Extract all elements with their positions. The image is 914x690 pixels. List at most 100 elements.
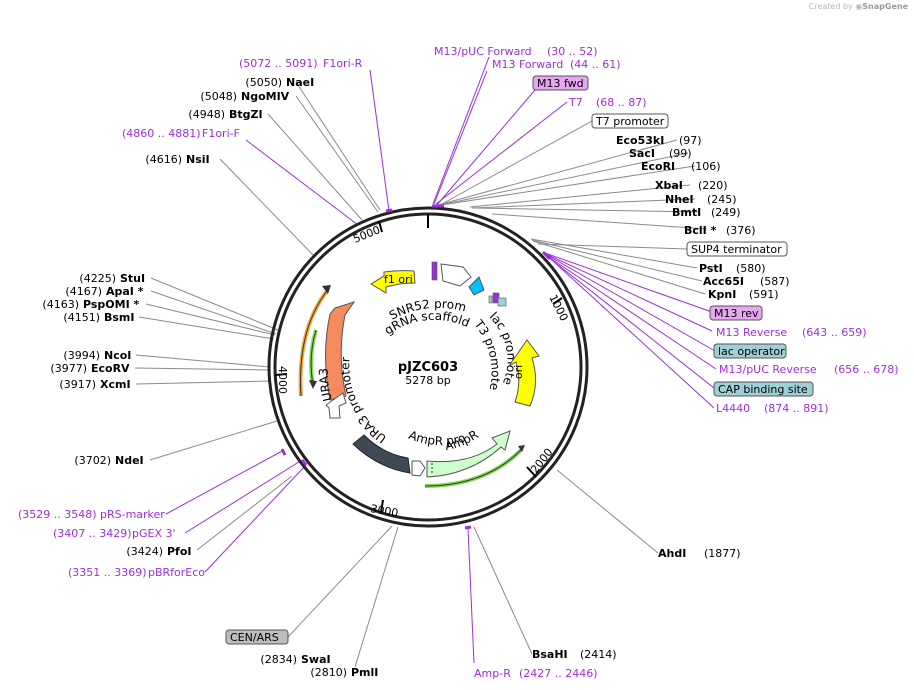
enzyme-nhei[interactable]: NheI (245): [665, 193, 737, 206]
svg-text:BmtI: BmtI: [672, 206, 701, 219]
primer-amp-r[interactable]: Amp-R(2427 .. 2446): [474, 667, 598, 680]
svg-text:(245): (245): [707, 193, 737, 206]
enzyme-stui[interactable]: (4225) StuI: [79, 272, 145, 285]
ruler-label-3000: 3000: [369, 502, 399, 520]
enzyme-ecori[interactable]: EcoRI(106): [641, 160, 721, 173]
svg-text:F1ori-F: F1ori-F: [202, 127, 240, 140]
svg-text:SacI: SacI: [629, 147, 655, 160]
svg-text:(643 .. 659): (643 .. 659): [802, 326, 867, 339]
enzyme-apai[interactable]: (4167)ApaI *: [65, 285, 143, 298]
boxed-labels: M13 fwd T7 promoter SUP4 terminator M13 …: [225, 75, 814, 645]
snapgene-watermark: Created by ◉SnapGene: [809, 2, 908, 11]
svg-text:(3407 .. 3429): (3407 .. 3429): [53, 527, 132, 540]
enzyme-pfoi[interactable]: (3424)PfoI: [126, 545, 191, 558]
enzyme-eco53ki[interactable]: Eco53kI (97): [616, 134, 702, 147]
f1-ori-feature[interactable]: f1 ori: [370, 270, 416, 294]
enzyme-btgzi[interactable]: (4948)BtgZI: [188, 108, 262, 121]
svg-text:NheI: NheI: [665, 193, 694, 206]
primer-m13-puc-reverse[interactable]: M13/pUC Reverse(656 .. 678): [719, 363, 899, 376]
svg-text:(4616): (4616): [145, 153, 182, 166]
svg-text:M13/pUC Forward: M13/pUC Forward: [434, 45, 532, 58]
svg-text:(99): (99): [669, 147, 692, 160]
svg-text:ApaI *: ApaI *: [106, 285, 144, 298]
svg-text:M13 Reverse: M13 Reverse: [716, 326, 787, 339]
svg-text:(220): (220): [698, 179, 728, 192]
ampr-promoter-feature[interactable]: [411, 460, 426, 477]
svg-text:M13 Forward: M13 Forward: [492, 58, 563, 71]
primer-t7[interactable]: T7(68 .. 87): [568, 96, 647, 109]
primer-f1ori-r[interactable]: (5072 .. 5091)F1ori-R: [239, 57, 363, 70]
svg-text:CEN/ARS: CEN/ARS: [230, 631, 279, 644]
svg-text:(5072 .. 5091): (5072 .. 5091): [239, 57, 318, 70]
svg-text:NaeI: NaeI: [286, 76, 314, 89]
small-feature-markers: [431, 261, 507, 307]
svg-text:(106): (106): [691, 160, 721, 173]
primer-pbrforeco[interactable]: (3351 .. 3369)pBRforEco: [68, 566, 205, 579]
enzyme-ncoi[interactable]: (3994)NcoI: [63, 349, 131, 362]
box-m13-fwd[interactable]: M13 fwd: [532, 75, 589, 91]
svg-text:PstI: PstI: [699, 262, 723, 275]
svg-text:Eco53kI: Eco53kI: [616, 134, 664, 147]
svg-text:T7: T7: [568, 96, 583, 109]
box-cap-binding-site[interactable]: CAP binding site: [713, 381, 814, 397]
enzyme-ndei[interactable]: (3702)NdeI: [74, 454, 143, 467]
svg-text:(4151): (4151): [63, 311, 100, 324]
ori-feature[interactable]: ori: [508, 339, 540, 407]
ura3-feature[interactable]: URA3: [316, 301, 356, 403]
ampr-feature[interactable]: [424, 430, 525, 488]
primer-prs-marker[interactable]: (3529 .. 3548)pRS-marker: [18, 508, 165, 521]
svg-text:M13 fwd: M13 fwd: [537, 77, 584, 90]
primer-f1ori-f[interactable]: (4860 .. 4881)F1ori-F: [122, 127, 240, 140]
ruler-label-1000: 1000: [546, 292, 570, 323]
svg-text:(44 .. 61): (44 .. 61): [570, 58, 621, 71]
primer-l4440[interactable]: L4440(874 .. 891): [716, 402, 829, 415]
enzyme-bmti[interactable]: BmtI(249): [672, 206, 741, 219]
enzyme-kpni[interactable]: KpnI(591): [708, 288, 779, 301]
box-t7-promoter[interactable]: T7 promoter: [591, 113, 669, 129]
enzyme-labels-left: (5050) NaeI (5048)NgoMIV (4948)BtgZI (461…: [42, 76, 378, 679]
svg-text:(3424): (3424): [126, 545, 163, 558]
box-sup4-terminator[interactable]: SUP4 terminator: [686, 241, 788, 257]
svg-text:(3702): (3702): [74, 454, 111, 467]
svg-text:pBRforEco: pBRforEco: [148, 566, 205, 579]
ura3-promoter-feature[interactable]: [325, 392, 347, 419]
primer-labels: (5072 .. 5091)F1ori-R (4860 .. 4881)F1or…: [18, 45, 899, 680]
enzyme-ecorv[interactable]: (3977) EcoRV: [50, 362, 130, 375]
svg-text:M13/pUC Reverse: M13/pUC Reverse: [719, 363, 817, 376]
primer-m13-puc-forward[interactable]: M13/pUC Forward(30 .. 52): [434, 45, 598, 58]
svg-text:(97): (97): [679, 134, 702, 147]
enzyme-pspomi[interactable]: (4163)PspOMI *: [42, 298, 139, 311]
box-lac-operator[interactable]: lac operator: [713, 343, 787, 359]
enzyme-ngomiv[interactable]: (5048)NgoMIV: [200, 90, 289, 103]
svg-text:Acc65I: Acc65I: [703, 275, 744, 288]
enzyme-ahdi[interactable]: AhdI(1877): [658, 547, 741, 560]
svg-text:XcmI: XcmI: [100, 378, 131, 391]
enzyme-saci[interactable]: SacI (99): [629, 147, 692, 160]
svg-text:(3977): (3977): [50, 362, 87, 375]
enzyme-bcli[interactable]: BclI *(376): [684, 224, 756, 237]
svg-text:EcoRV: EcoRV: [91, 362, 130, 375]
enzyme-bsahi[interactable]: BsaHI(2414): [532, 648, 617, 661]
enzyme-xbai[interactable]: XbaI(220): [655, 179, 728, 192]
svg-text:SwaI: SwaI: [301, 653, 331, 666]
enzyme-acc65i[interactable]: Acc65I(587): [703, 275, 790, 288]
enzyme-nsii[interactable]: (4616)NsiI: [145, 153, 209, 166]
enzyme-xcmi[interactable]: (3917)XcmI: [59, 378, 130, 391]
primer-m13-reverse[interactable]: M13 Reverse (643 .. 659): [716, 326, 867, 339]
svg-text:(3351 .. 3369): (3351 .. 3369): [68, 566, 147, 579]
enzyme-naei[interactable]: (5050) NaeI: [245, 76, 314, 89]
primer-m13-forward[interactable]: M13 Forward (44 .. 61): [492, 58, 621, 71]
svg-text:(5050): (5050): [245, 76, 282, 89]
enzyme-pmli[interactable]: (2810)PmlI: [310, 666, 378, 679]
enzyme-swai[interactable]: (2834)SwaI: [260, 653, 330, 666]
svg-text:AhdI: AhdI: [658, 547, 686, 560]
ori-label: ori: [512, 365, 525, 379]
svg-text:StuI: StuI: [120, 272, 145, 285]
cen-ars-feature[interactable]: [352, 434, 411, 474]
box-cen-ars[interactable]: CEN/ARS: [225, 629, 289, 645]
enzyme-bsmi[interactable]: (4151)BsmI: [63, 311, 134, 324]
primer-pgex-3[interactable]: (3407 .. 3429)pGEX 3': [53, 527, 176, 540]
svg-text:(4225): (4225): [79, 272, 116, 285]
box-m13-rev[interactable]: M13 rev: [709, 305, 763, 321]
enzyme-psti[interactable]: PstI(580): [699, 262, 766, 275]
